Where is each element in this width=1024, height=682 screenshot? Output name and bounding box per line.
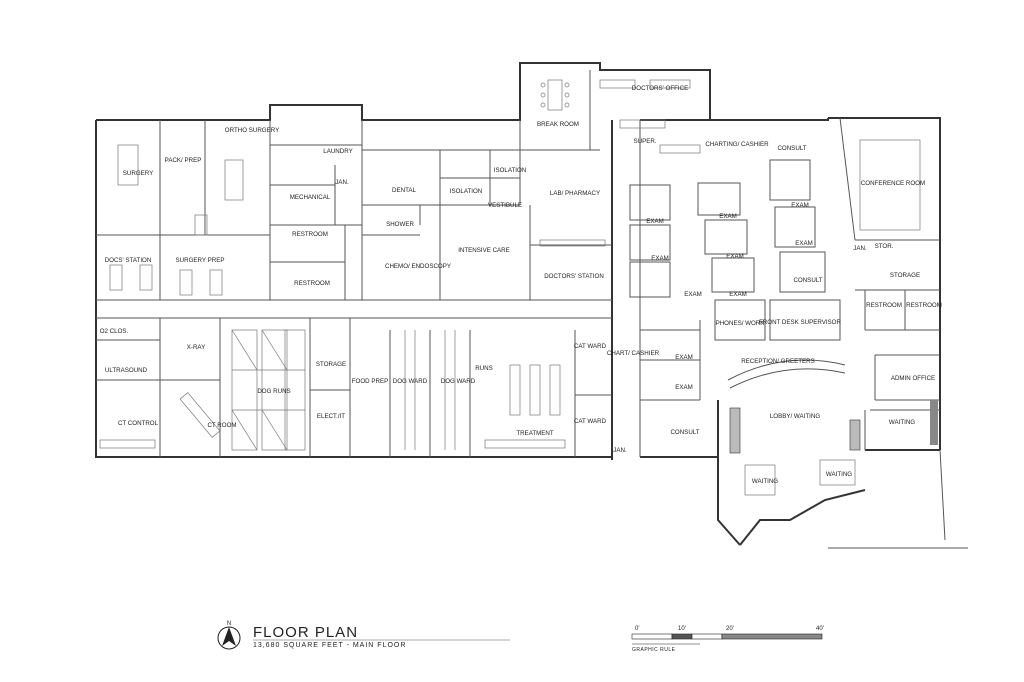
room-waiting-3: WAITING — [826, 471, 852, 478]
room-intensive-care: INTENSIVE CARE — [458, 247, 510, 254]
room-surgery: SURGERY — [123, 170, 154, 177]
room-restroom-3: RESTROOM — [866, 302, 902, 309]
room-vestibule: VESTIBULE — [488, 202, 522, 209]
room-lab-pharmacy: LAB/ PHARMACY — [550, 190, 600, 197]
room-doctors-office: DOCTORS' OFFICE — [632, 85, 688, 92]
room-storage-2: STORAGE — [316, 361, 346, 368]
room-dog-ward-2: DOG WARD — [441, 378, 476, 385]
room-cat-ward-2: CAT WARD — [574, 418, 607, 425]
plan-subtitle: 13,680 SQUARE FEET - MAIN FLOOR — [253, 642, 407, 649]
room-elect-it: ELECT./IT — [317, 413, 345, 420]
room-o2-clos: O2 CLOS. — [100, 328, 129, 335]
room-chart-cashier: CHART/ CASHIER — [607, 350, 660, 357]
graphic-scale — [631, 633, 823, 645]
room-restroom-2: RESTROOM — [294, 280, 330, 287]
room-waiting-1: WAITING — [889, 419, 915, 426]
room-surgery-prep: SURGERY PREP — [176, 257, 225, 264]
room-charting-cashier: CHARTING/ CASHIER — [705, 141, 769, 148]
room-restroom-4: RESTROOM — [906, 302, 942, 309]
room-exam-1: EXAM — [646, 218, 664, 225]
room-consult-1: CONSULT — [777, 145, 806, 152]
room-laundry: LAUNDRY — [323, 148, 352, 155]
room-isolation-1: ISOLATION — [494, 167, 527, 174]
fixtures — [99, 79, 938, 496]
room-stor: STOR. — [875, 243, 894, 250]
room-dog-runs: DOG RUNS — [257, 388, 290, 395]
room-isolation-2: ISOLATION — [450, 188, 483, 195]
room-consult-3: CONSULT — [670, 429, 699, 436]
room-exam-8: EXAM — [795, 240, 813, 247]
room-front-desk: FRONT DESK SUPERVISOR — [759, 319, 841, 326]
room-food-prep: FOOD PREP — [352, 378, 388, 385]
room-dental: DENTAL — [392, 187, 417, 194]
room-exam-7: EXAM — [791, 202, 809, 209]
room-exam-5: EXAM — [726, 253, 744, 260]
room-jan-1: JAN. — [335, 179, 349, 186]
room-restroom-1: RESTROOM — [292, 231, 328, 238]
scale-tick-10: 10' — [678, 626, 686, 632]
room-storage-1: STORAGE — [890, 272, 920, 279]
room-mechanical: MECHANICAL — [290, 194, 331, 201]
room-dog-ward-1: DOG WARD — [393, 378, 428, 385]
scale-tick-20: 20' — [726, 626, 734, 632]
north-label: N — [227, 621, 231, 627]
room-jan-2: JAN. — [853, 245, 867, 252]
room-pack-prep: PACK/ PREP — [165, 157, 202, 164]
room-exam-4: EXAM — [719, 213, 737, 220]
room-exam-2: EXAM — [651, 255, 669, 262]
room-xray: X-RAY — [187, 344, 205, 351]
room-ortho-surgery: ORTHO SURGERY — [225, 127, 279, 134]
room-exam-10: EXAM — [675, 384, 693, 391]
interior-walls — [96, 70, 940, 457]
room-labels: SURGERY PACK/ PREP ORTHO SURGERY DOCS' S… — [100, 85, 942, 485]
exam-room-outlines — [629, 159, 846, 389]
room-runs: RUNS — [475, 365, 493, 372]
scale-caption: GRAPHIC RULE — [632, 647, 676, 653]
room-jan-3: JAN. — [613, 447, 627, 454]
room-phones-work: PHONES/ WORK — [716, 320, 766, 327]
plan-title: FLOOR PLAN — [253, 624, 359, 641]
room-admin-office: ADMIN OFFICE — [891, 375, 935, 382]
room-reception: RECEPTION/ GREETERS — [741, 358, 815, 365]
room-exam-9: EXAM — [675, 354, 693, 361]
room-docs-station: DOCS' STATION — [105, 257, 152, 264]
exterior-walls — [95, 62, 968, 549]
scale-tick-40: 40' — [816, 626, 824, 632]
room-chemo: CHEMO/ ENDOSCOPY — [385, 263, 451, 270]
room-ct-room: CT ROOM — [207, 422, 236, 429]
scale-tick-0: 0' — [635, 626, 640, 632]
room-super: SUPER. — [633, 138, 656, 145]
room-conference: CONFERENCE ROOM — [861, 180, 925, 187]
room-ct-control: CT CONTROL — [118, 420, 159, 427]
north-arrow-icon: N — [217, 621, 241, 650]
room-exam-6: EXAM — [729, 291, 747, 298]
room-lobby: LOBBY/ WAITING — [770, 413, 820, 420]
room-break-room: BREAK ROOM — [537, 121, 579, 128]
room-exam-3: EXAM — [684, 291, 702, 298]
room-treatment: TREATMENT — [516, 430, 554, 437]
room-cat-ward-1: CAT WARD — [574, 343, 607, 350]
room-ultrasound: ULTRASOUND — [105, 367, 148, 374]
room-doctors-station: DOCTORS' STATION — [544, 273, 604, 280]
room-consult-2: CONSULT — [793, 277, 822, 284]
room-shower: SHOWER — [386, 221, 414, 228]
room-waiting-2: WAITING — [752, 478, 778, 485]
